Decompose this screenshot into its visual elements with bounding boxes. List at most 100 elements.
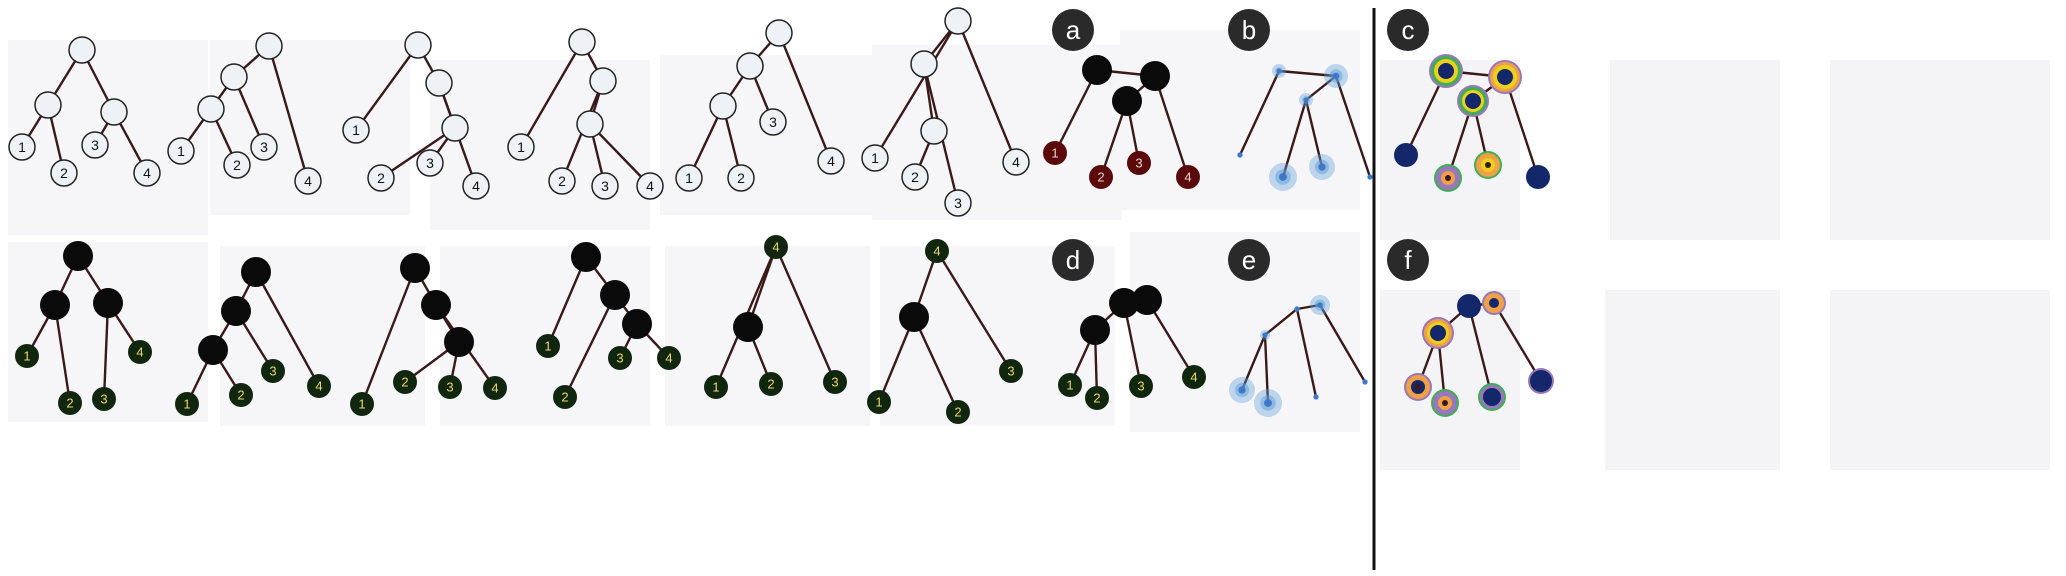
tree-edge bbox=[935, 249, 1013, 373]
leaf-node bbox=[15, 344, 39, 368]
internal-node bbox=[421, 290, 451, 320]
leaf-node bbox=[1127, 151, 1151, 175]
ring-node bbox=[1485, 162, 1491, 168]
tree-edge bbox=[1153, 74, 1190, 179]
internal-node bbox=[1140, 61, 1170, 91]
panel-background bbox=[1380, 290, 1520, 470]
node-core bbox=[1318, 163, 1326, 171]
tree-edge bbox=[1240, 333, 1267, 392]
leaf-node bbox=[727, 164, 755, 192]
leaf-label: 1 bbox=[517, 139, 525, 155]
panel-background bbox=[872, 45, 1122, 220]
internal-node bbox=[899, 302, 929, 332]
panel-background bbox=[430, 60, 650, 230]
tree-edge bbox=[1503, 75, 1540, 179]
leaf-label: 2 bbox=[233, 157, 241, 173]
leaf-label: 1 bbox=[23, 349, 30, 364]
leaf-node bbox=[861, 144, 889, 172]
ring-node bbox=[1394, 143, 1418, 167]
leaf-node bbox=[393, 370, 417, 394]
ring-node bbox=[1483, 388, 1501, 406]
internal-node bbox=[34, 91, 62, 119]
leaf-node bbox=[250, 133, 278, 161]
leaf-label: 4 bbox=[136, 345, 143, 360]
tree-edge bbox=[254, 270, 321, 388]
tree-edge bbox=[1295, 307, 1318, 399]
leaf-label: 4 bbox=[933, 244, 940, 259]
tree-edge bbox=[379, 126, 457, 180]
internal-node bbox=[441, 114, 469, 142]
leaf-label: 1 bbox=[1066, 378, 1073, 393]
leaf-node bbox=[367, 164, 395, 192]
internal-node bbox=[1080, 315, 1110, 345]
leaf-label: 2 bbox=[1093, 391, 1100, 406]
tree-edge bbox=[912, 315, 960, 414]
internal-node bbox=[40, 290, 70, 320]
tree-edge bbox=[563, 293, 617, 399]
leaf-node bbox=[261, 359, 285, 383]
leaf-node bbox=[657, 346, 681, 370]
tree-edge bbox=[53, 303, 72, 405]
internal-node bbox=[425, 69, 453, 97]
panel-badge-e bbox=[1228, 239, 1270, 281]
internal-node bbox=[765, 19, 793, 47]
ring-node bbox=[1445, 175, 1451, 181]
node-core bbox=[1276, 68, 1282, 74]
leaf-label: 1 bbox=[871, 150, 879, 166]
node-core bbox=[1303, 97, 1309, 103]
leaf-node bbox=[1002, 148, 1030, 176]
leaf-node bbox=[416, 149, 444, 177]
panel-label-c: c bbox=[1402, 15, 1415, 45]
node-core bbox=[1332, 72, 1340, 80]
leaf-node bbox=[704, 375, 728, 399]
leaf-node bbox=[294, 167, 322, 195]
panel-background bbox=[1610, 60, 1780, 240]
ring-node bbox=[1438, 63, 1454, 79]
leaf-label: 2 bbox=[237, 388, 244, 403]
internal-node bbox=[920, 117, 948, 145]
leaf-label: 4 bbox=[304, 173, 312, 189]
ring-node bbox=[1465, 93, 1481, 109]
leaf-node bbox=[675, 164, 703, 192]
leaf-node bbox=[229, 383, 253, 407]
tree-edge bbox=[956, 19, 1018, 164]
leaf-node bbox=[81, 131, 109, 159]
leaf-node bbox=[50, 159, 78, 187]
tree-edge bbox=[1263, 307, 1299, 337]
leaf-node bbox=[128, 340, 152, 364]
leaf-label: 2 bbox=[377, 170, 385, 186]
internal-node bbox=[197, 95, 225, 123]
leaf-label: 1 bbox=[875, 395, 882, 410]
leaf-label: 2 bbox=[767, 377, 774, 392]
leaf-label: 3 bbox=[601, 178, 609, 194]
leaf-label: 4 bbox=[315, 379, 322, 394]
ring-node bbox=[1497, 69, 1513, 85]
internal-node bbox=[910, 50, 938, 78]
ring-node bbox=[1457, 294, 1481, 318]
leaf-label: 1 bbox=[183, 397, 190, 412]
tree-edge bbox=[1304, 98, 1324, 169]
leaf-label: 1 bbox=[177, 143, 185, 159]
panel-background bbox=[1605, 290, 1780, 470]
leaf-label: 2 bbox=[1097, 170, 1104, 185]
tree-edge bbox=[267, 44, 310, 183]
leaf-node bbox=[999, 359, 1023, 383]
leaf-node bbox=[867, 390, 891, 414]
leaf-label: 1 bbox=[358, 397, 365, 412]
leaf-label: 3 bbox=[100, 392, 107, 407]
leaf-node bbox=[1058, 373, 1082, 397]
leaf-node bbox=[175, 392, 199, 416]
leaf-node bbox=[342, 116, 370, 144]
leaf-label: 1 bbox=[1051, 146, 1058, 161]
tree-edge bbox=[519, 40, 584, 149]
leaf-node bbox=[536, 334, 560, 358]
tree-edge bbox=[1263, 333, 1270, 405]
leaf-node bbox=[608, 346, 632, 370]
tree-edge bbox=[360, 266, 417, 406]
tree-edge bbox=[588, 122, 652, 188]
tree-edge bbox=[873, 19, 960, 160]
internal-node bbox=[1112, 86, 1142, 116]
panel-badge-b bbox=[1228, 9, 1270, 51]
node-core bbox=[1313, 394, 1319, 400]
